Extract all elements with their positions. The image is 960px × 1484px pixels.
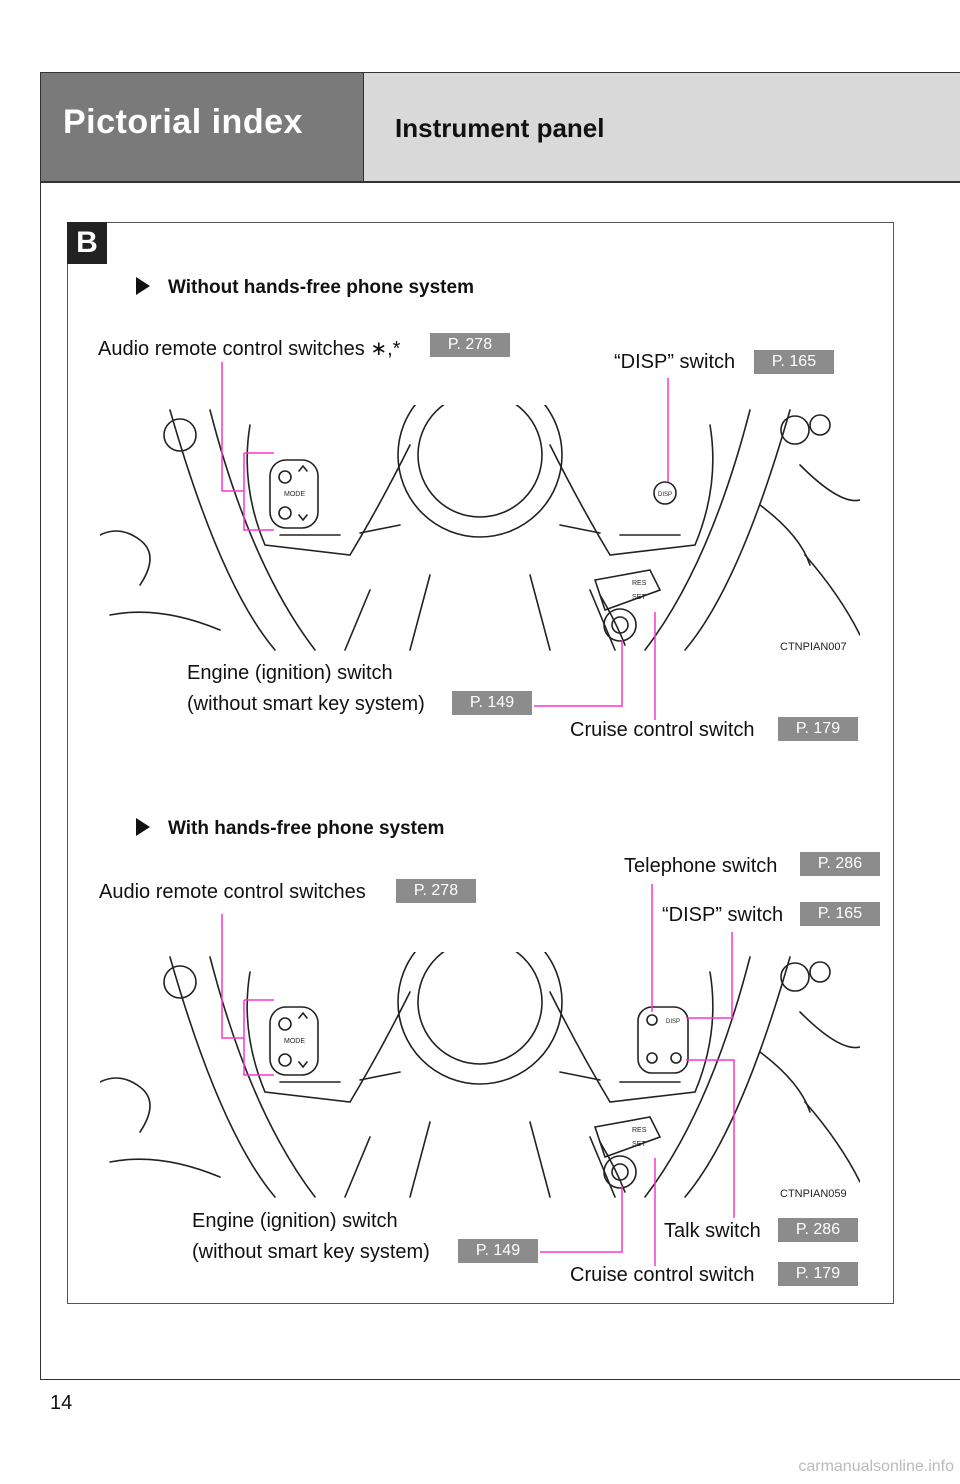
- disp-switch-page-ref-2[interactable]: P. 165: [800, 902, 880, 926]
- page-number: 14: [50, 1392, 73, 1414]
- disp-button-text: DISP: [666, 1019, 680, 1025]
- set-lever-text: SET: [632, 1141, 646, 1148]
- disp-switch-label-2: “DISP” switch: [662, 904, 784, 926]
- talk-switch-page-ref[interactable]: P. 286: [778, 1218, 858, 1242]
- engine-switch-page-ref-2[interactable]: P. 149: [458, 1239, 538, 1263]
- heading-with-hands-free: With hands-free phone system: [136, 818, 444, 840]
- horn-hub-outline: [397, 405, 563, 538]
- audio-switch-label-2: Audio remote control switches: [99, 881, 366, 903]
- heading-text: Without hands-free phone system: [168, 277, 474, 298]
- cruise-switch-page-ref[interactable]: P. 179: [778, 717, 858, 741]
- engine-switch-label-line1: Engine (ignition) switch: [187, 662, 393, 684]
- cruise-switch-label-2: Cruise control switch: [570, 1264, 755, 1286]
- page-frame: [40, 72, 960, 1380]
- steering-wheel-diagram-with: MODE DISP RES SET: [100, 952, 860, 1198]
- section-title: Pictorial index: [63, 103, 303, 141]
- mode-button-text: MODE: [284, 491, 305, 498]
- horn-hub-inner: [417, 405, 543, 518]
- disp-button-text: DISP: [658, 492, 672, 498]
- telephone-switch-label: Telephone switch: [624, 855, 778, 877]
- triangle-bullet-icon: [136, 277, 150, 295]
- triangle-bullet-icon: [136, 818, 150, 836]
- section-badge: B: [67, 222, 107, 264]
- cruise-switch-label: Cruise control switch: [570, 719, 755, 741]
- engine-switch-page-ref[interactable]: P. 149: [452, 691, 532, 715]
- audio-switch-label: Audio remote control switches ∗,*: [98, 338, 401, 360]
- figure-code-without: CTNPIAN007: [780, 641, 847, 653]
- set-lever-text: SET: [632, 594, 646, 601]
- section-header: Pictorial index: [41, 73, 364, 181]
- disp-switch-page-ref[interactable]: P. 165: [754, 350, 834, 374]
- engine-switch-label-line2-2: (without smart key system): [192, 1241, 430, 1263]
- res-lever-text: RES: [632, 1127, 647, 1134]
- leader-lines-with: [221, 884, 735, 1266]
- watermark: carmanualsonline.info: [798, 1458, 954, 1475]
- res-lever-text: RES: [632, 580, 647, 587]
- page-header: Instrument panel: [364, 73, 960, 181]
- steering-wheel-diagram-without: MODE DISP RES SET: [100, 405, 860, 651]
- disp-switch-label: “DISP” switch: [614, 351, 736, 373]
- audio-switch-page-ref-2[interactable]: P. 278: [396, 879, 476, 903]
- cruise-switch-page-ref-2[interactable]: P. 179: [778, 1262, 858, 1286]
- content-box: [67, 222, 894, 1304]
- talk-switch-label: Talk switch: [664, 1220, 761, 1242]
- heading-without-hands-free: Without hands-free phone system: [136, 277, 474, 299]
- heading-text: With hands-free phone system: [168, 818, 445, 839]
- page-title: Instrument panel: [395, 113, 605, 143]
- mode-button-text: MODE: [284, 1038, 305, 1045]
- header-divider: [41, 181, 960, 183]
- engine-switch-label-line2: (without smart key system): [187, 693, 425, 715]
- figure-code-with: CTNPIAN059: [780, 1188, 847, 1200]
- audio-switch-page-ref[interactable]: P. 278: [430, 333, 510, 357]
- engine-switch-label-line1-2: Engine (ignition) switch: [192, 1210, 398, 1232]
- telephone-switch-page-ref[interactable]: P. 286: [800, 852, 880, 876]
- leader-lines-without: [221, 362, 669, 720]
